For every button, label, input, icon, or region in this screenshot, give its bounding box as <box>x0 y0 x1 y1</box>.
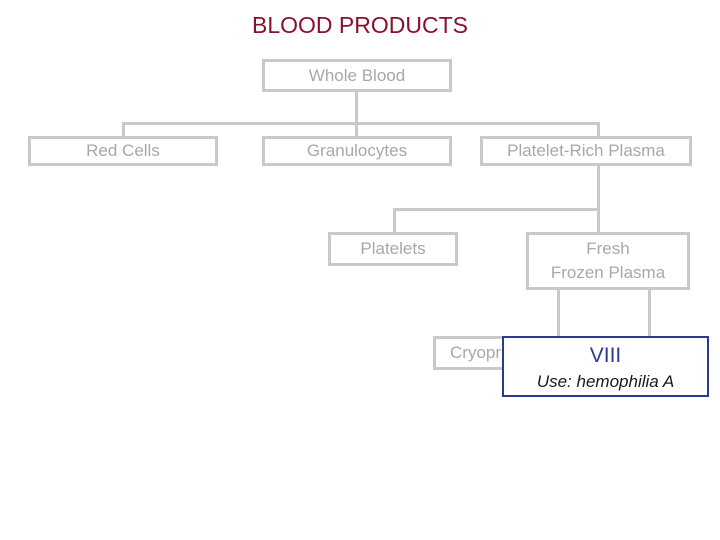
connector-prp-down <box>597 166 600 210</box>
connector-to-ffp <box>597 208 600 234</box>
node-granulocytes-label: Granulocytes <box>306 141 408 160</box>
connector-wholeblood-down <box>355 90 358 124</box>
connector-ffp-right-down <box>648 288 651 338</box>
connector-ffp-left-down <box>557 288 560 338</box>
node-platelets: Platelets <box>328 232 458 266</box>
node-platelets-label: Platelets <box>360 239 426 258</box>
connector-mid-bus <box>393 208 600 211</box>
connector-to-granulocytes <box>355 122 358 138</box>
connector-to-prp <box>597 122 600 138</box>
connector-to-redcells <box>122 122 125 138</box>
highlight-factor-viii: VIII Use: hemophilia A <box>502 336 709 397</box>
diagram-title: BLOOD PRODUCTS <box>252 12 468 38</box>
node-granulocytes: Granulocytes <box>262 136 452 166</box>
node-red-cells: Red Cells <box>28 136 218 166</box>
connector-to-platelets <box>393 208 396 234</box>
node-whole-blood: Whole Blood <box>262 59 452 92</box>
highlight-factor-label: VIII <box>589 344 622 367</box>
highlight-use-label: Use: hemophilia A <box>536 372 675 391</box>
node-ffp-label-line1: Fresh <box>586 239 630 258</box>
node-whole-blood-label: Whole Blood <box>308 65 406 85</box>
node-fresh-frozen-plasma: Fresh Frozen Plasma <box>526 232 690 290</box>
node-ffp-label-line2: Frozen Plasma <box>550 263 666 282</box>
node-cryoprecipitate-label: Cryopr <box>450 343 502 362</box>
node-red-cells-label: Red Cells <box>86 141 160 160</box>
node-platelet-rich-plasma-label: Platelet-Rich Plasma <box>507 141 665 160</box>
connector-top-bus <box>122 122 600 125</box>
node-platelet-rich-plasma: Platelet-Rich Plasma <box>480 136 692 166</box>
